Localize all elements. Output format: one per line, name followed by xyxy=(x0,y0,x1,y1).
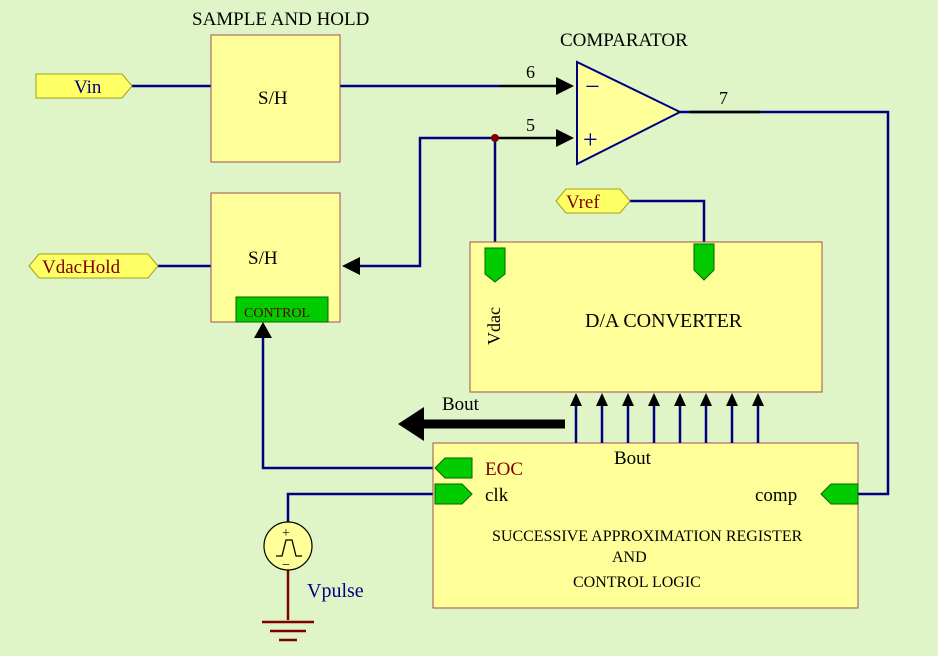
wire-comp-out-to-sar xyxy=(680,110,890,496)
vref-port-tag[interactable] xyxy=(555,188,631,214)
comparator-label: COMPARATOR xyxy=(560,30,688,51)
arrow-icon xyxy=(596,393,608,406)
pulse-source-icon xyxy=(263,521,313,571)
ground-icon xyxy=(262,620,314,642)
wire-vref-dac xyxy=(630,199,706,244)
sh-top-label: S/H xyxy=(258,88,288,109)
sar-label-line1: SUCCESSIVE APPROXIMATION REGISTER xyxy=(492,528,803,545)
sar-label-line2: AND xyxy=(612,549,647,566)
vdachold-port-tag[interactable] xyxy=(28,253,159,279)
wire-eoc-control xyxy=(261,338,435,470)
clk-label: clk xyxy=(485,485,509,506)
net-6-label: 6 xyxy=(526,62,535,82)
arrow-icon xyxy=(342,257,360,275)
net-5-label: 5 xyxy=(526,115,535,135)
dac-block xyxy=(469,241,823,393)
vdac-pin-label: Vdac xyxy=(484,307,504,345)
dac-label: D/A CONVERTER xyxy=(585,310,743,332)
wire-clk-vpulse xyxy=(286,492,435,522)
vin-port-tag[interactable] xyxy=(35,73,133,99)
comp-pin xyxy=(820,483,859,505)
junction-dot xyxy=(491,134,499,142)
arrow-icon xyxy=(648,393,660,406)
arrow-icon xyxy=(700,393,712,406)
arrow-icon xyxy=(570,393,582,406)
arrow-icon xyxy=(556,77,574,95)
pulse-source-plus: + xyxy=(282,526,290,541)
control-label: CONTROL xyxy=(244,306,310,321)
sar-block xyxy=(432,442,859,609)
vin-port-label: Vin xyxy=(74,77,102,98)
eoc-pin xyxy=(434,457,473,479)
arrow-icon xyxy=(752,393,764,406)
vdac-pin xyxy=(484,247,506,283)
arrow-icon xyxy=(622,393,634,406)
clk-pin xyxy=(434,483,473,505)
sh-bottom-label: S/H xyxy=(248,248,278,269)
bout-bus xyxy=(570,393,764,443)
comparator-symbol xyxy=(576,60,683,166)
sar-label-line3: CONTROL LOGIC xyxy=(573,574,701,591)
net-7-label: 7 xyxy=(719,88,728,108)
arrow-icon xyxy=(674,393,686,406)
arrow-icon xyxy=(726,393,738,406)
comparator-minus-sign: − xyxy=(585,72,600,101)
bout-out-label: Bout xyxy=(442,394,480,415)
arrow-icon xyxy=(556,129,574,147)
wires xyxy=(130,84,890,620)
arrow-icon xyxy=(254,322,272,338)
sample-and-hold-label: SAMPLE AND HOLD xyxy=(192,9,369,30)
comparator-plus-sign: + xyxy=(583,125,598,154)
vdachold-port-label: VdacHold xyxy=(42,257,121,278)
vref-port-label: Vref xyxy=(566,192,600,213)
sh-top-block xyxy=(210,34,341,163)
pulse-source-minus: − xyxy=(282,558,290,573)
control-pin xyxy=(235,296,329,323)
vpulse-label: Vpulse xyxy=(307,580,364,602)
arrow-icon xyxy=(398,407,424,441)
vref-dac-pin xyxy=(693,243,715,281)
bout-in-label: Bout xyxy=(614,448,652,469)
comp-label: comp xyxy=(755,485,797,506)
wire-node5-to-sh-bottom xyxy=(360,136,495,268)
eoc-label: EOC xyxy=(485,459,523,480)
